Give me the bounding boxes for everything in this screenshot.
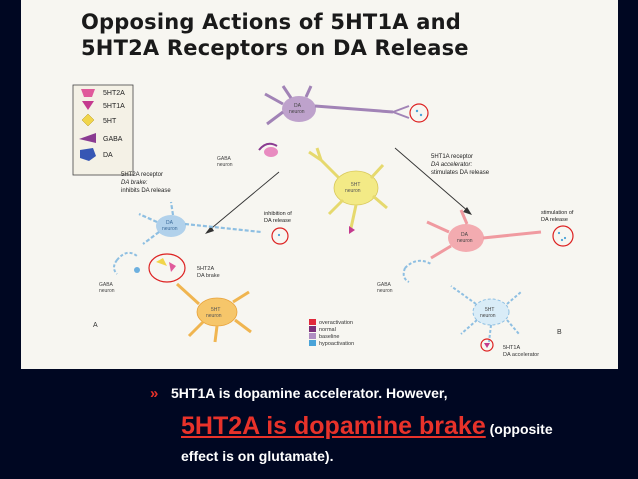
legend-box bbox=[72, 84, 134, 176]
gaba-neuron-top bbox=[258, 142, 278, 157]
bullet-line2: 5HT2A is dopamine brake (opposite bbox=[181, 412, 553, 441]
ht2a-brake-marker bbox=[148, 253, 186, 283]
legend-5ht1a-icon bbox=[82, 101, 94, 110]
receptor-left-text: 5HT2A receptor DA brake: inhibits DA rel… bbox=[121, 172, 171, 194]
panel-b-label: B bbox=[557, 329, 562, 336]
activity-key-label: hypoactivation bbox=[319, 341, 354, 347]
arrow-right bbox=[394, 147, 472, 215]
gaba-neuron-left bbox=[113, 251, 140, 275]
legend-da-icon bbox=[80, 148, 96, 161]
receptor-right-text: 5HT1A receptor DA accelerator: stimulate… bbox=[431, 154, 490, 176]
slide-title-line2: 5HT2A Receptors on DA Release bbox=[81, 36, 469, 60]
bullet-emphasis: 5HT2A is dopamine brake bbox=[181, 412, 486, 440]
panel-a-label: A bbox=[93, 322, 98, 329]
gaba-neuron-right bbox=[402, 259, 432, 283]
ht-neuron-top bbox=[308, 147, 388, 234]
legend-label: GABA bbox=[103, 136, 123, 143]
activity-key-label: normal bbox=[319, 327, 336, 333]
legend-label: 5HT bbox=[103, 118, 117, 125]
activity-key bbox=[309, 319, 316, 346]
arrow-left bbox=[205, 171, 280, 234]
da-neuron-right bbox=[426, 209, 574, 260]
legend-label: DA bbox=[103, 152, 113, 159]
legend-label: 5HT1A bbox=[103, 103, 125, 110]
ht-neuron-left bbox=[175, 282, 252, 343]
legend-label: 5HT2A bbox=[103, 90, 125, 97]
legend-5ht-icon bbox=[81, 113, 95, 127]
activity-key-label: overactivation bbox=[319, 320, 353, 326]
ht-neuron-right bbox=[450, 285, 522, 352]
legend-gaba-icon bbox=[79, 133, 96, 143]
bullet-line1: 5HT1A is dopamine accelerator. However, bbox=[171, 385, 448, 401]
bullet-marker: » bbox=[150, 385, 159, 402]
da-neuron-left bbox=[138, 201, 289, 245]
activity-key-label: baseline bbox=[319, 334, 340, 340]
legend-5ht2a-icon bbox=[81, 89, 95, 97]
bullet-line3: effect is on glutamate). bbox=[181, 448, 334, 464]
slide-title-line1: Opposing Actions of 5HT1A and bbox=[81, 10, 461, 34]
bullet-note: (opposite bbox=[485, 421, 553, 437]
da-neuron-top bbox=[264, 85, 429, 126]
